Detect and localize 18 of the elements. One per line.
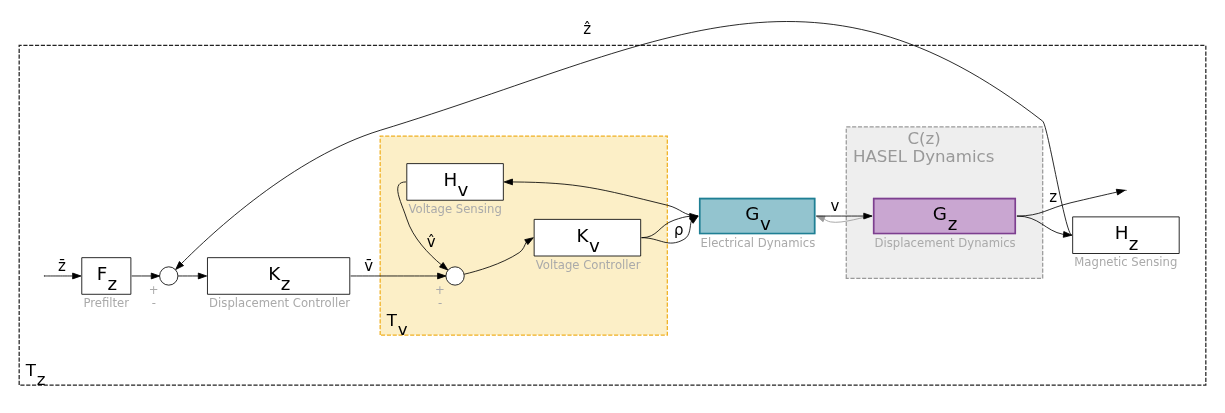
node-label: Prefilter [83, 295, 130, 310]
edge-label: ẑ [583, 20, 592, 39]
node-label: Displacement Controller [209, 295, 351, 310]
node-label: Voltage Sensing [408, 201, 502, 216]
node-label: Electrical Dynamics [700, 236, 816, 251]
node-label: Displacement Dynamics [874, 236, 1016, 251]
edge-label: v [830, 197, 840, 216]
edge-label: z̄ [58, 257, 66, 276]
edge-label: ρ [673, 220, 684, 239]
node-label: Voltage Controller [535, 257, 641, 272]
node-label: + [148, 283, 159, 298]
edge-label: v̂ [426, 233, 436, 252]
node-label: - [438, 295, 443, 310]
edge-label: v̄ [364, 257, 374, 276]
node-label: + [435, 283, 445, 298]
edge-label: z [1049, 188, 1058, 207]
node-label: - [151, 295, 156, 310]
node-label: Magnetic Sensing [1074, 255, 1178, 270]
